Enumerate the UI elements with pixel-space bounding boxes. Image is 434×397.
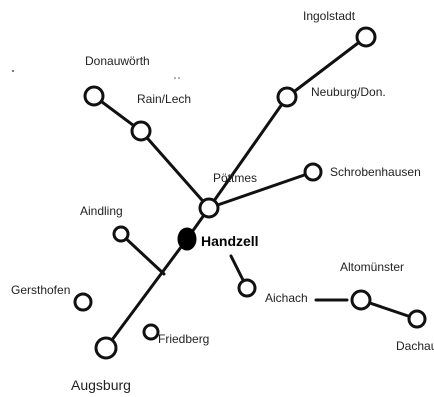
route-line-handzell-augsburg — [104, 237, 189, 350]
label-friedberg: Friedberg — [158, 332, 210, 346]
route-line-neuburg-poettmes — [207, 95, 289, 210]
route-line-aindling-branch — [119, 232, 166, 276]
route-line-ingolstadt-neuburg — [285, 35, 368, 99]
station-gersthofen — [73, 292, 93, 312]
station-dachau — [407, 309, 427, 329]
station-poettmes — [198, 197, 220, 219]
label-altomuenster: Altomünster — [340, 260, 405, 274]
artifact-dot — [12, 70, 14, 72]
label-poettmes: Pöttmes — [213, 171, 258, 185]
station-schrobenhausen — [303, 162, 323, 182]
label-augsburg: Augsburg — [71, 377, 131, 393]
label-neuburg: Neuburg/Don. — [311, 85, 386, 99]
route-line-poettmes-schrobenhausen — [207, 170, 315, 210]
label-rain: Rain/Lech — [137, 92, 192, 106]
station-donauwoerth — [83, 85, 105, 107]
label-aindling: Aindling — [80, 204, 123, 218]
artifact-dot — [178, 77, 180, 79]
label-donauwoerth: Donauwörth — [85, 54, 150, 68]
label-schrobenhausen: Schrobenhausen — [330, 165, 421, 179]
artifact-dot — [174, 77, 176, 79]
station-rain — [130, 120, 152, 142]
station-aichach — [237, 278, 257, 298]
station-augsburg — [94, 336, 118, 360]
station-altomuenster — [350, 289, 372, 311]
station-aindling — [112, 225, 130, 243]
station-handzell-center — [177, 227, 197, 251]
station-friedberg — [142, 323, 160, 341]
route-line-rain-poettmes — [139, 129, 211, 210]
station-ingolstadt — [355, 26, 377, 48]
label-ingolstadt: Ingolstadt — [303, 9, 356, 23]
label-aichach: Aichach — [265, 291, 308, 305]
label-gersthofen: Gersthofen — [11, 283, 71, 297]
label-dachau: Dachau — [396, 340, 434, 352]
station-neuburg — [276, 86, 298, 108]
label-handzell: Handzell — [201, 233, 259, 249]
